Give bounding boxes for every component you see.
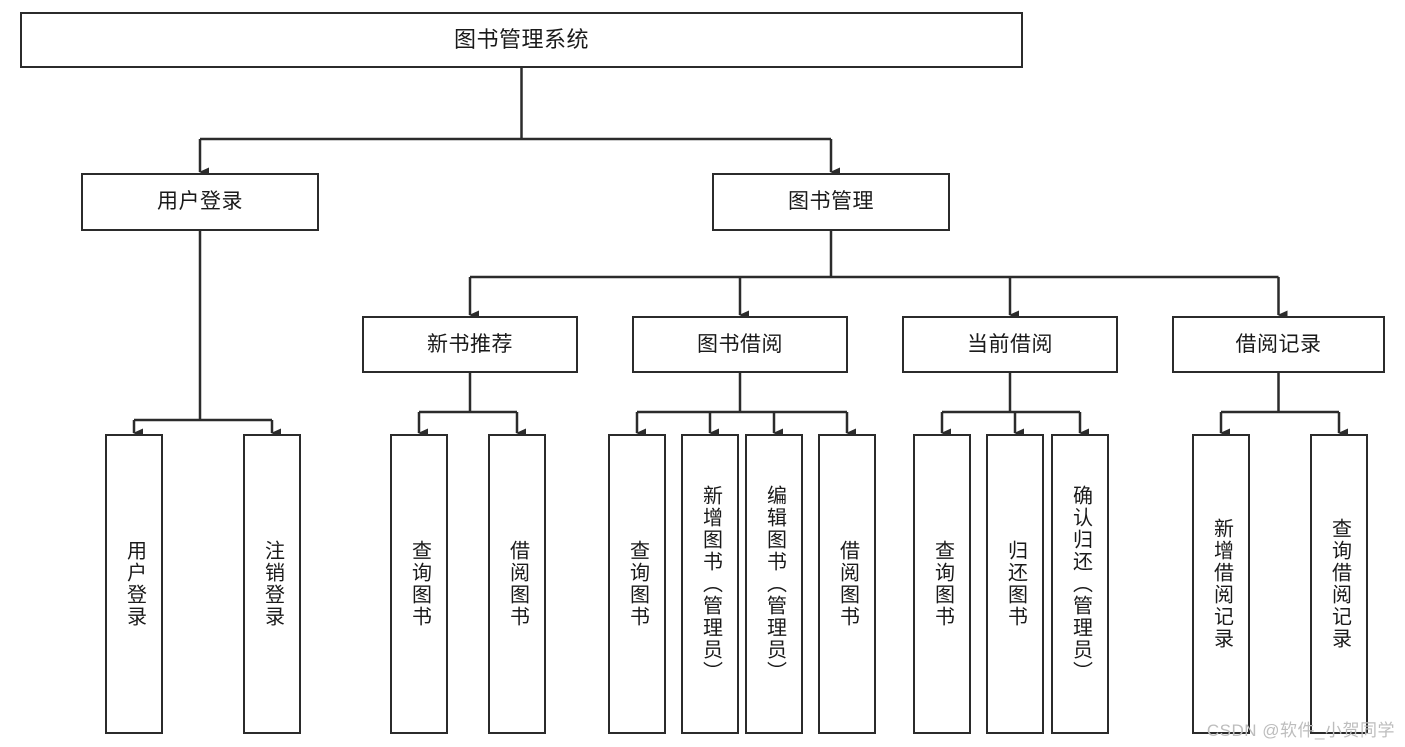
node-leaf-bb-query[interactable]: 查询图书: [608, 434, 666, 734]
node-book-manage[interactable]: 图书管理: [712, 173, 950, 231]
node-leaf-cb-confirm[interactable]: 确认归还（管理员）: [1051, 434, 1109, 734]
node-label: 查询借阅记录: [1328, 518, 1351, 650]
node-leaf-bb-borrow[interactable]: 借阅图书: [818, 434, 876, 734]
node-leaf-bb-add[interactable]: 新增图书（管理员）: [681, 434, 739, 734]
node-leaf-br-add[interactable]: 新增借阅记录: [1192, 434, 1250, 734]
node-current-borrow[interactable]: 当前借阅: [902, 316, 1118, 373]
node-label: 图书借阅: [697, 332, 783, 356]
node-borrow-record[interactable]: 借阅记录: [1172, 316, 1385, 373]
node-leaf-rec-query[interactable]: 查询图书: [390, 434, 448, 734]
node-label: 当前借阅: [967, 332, 1053, 356]
node-label: 借阅图书: [506, 540, 529, 628]
node-leaf-user-logout[interactable]: 注销登录: [243, 434, 301, 734]
node-leaf-cb-return[interactable]: 归还图书: [986, 434, 1044, 734]
connector-layer: [132, 68, 1348, 438]
node-label: 图书管理: [788, 190, 874, 214]
node-label: 用户登录: [123, 540, 146, 628]
node-label: 查询图书: [626, 540, 649, 628]
node-leaf-bb-edit[interactable]: 编辑图书（管理员）: [745, 434, 803, 734]
node-leaf-cb-query[interactable]: 查询图书: [913, 434, 971, 734]
node-label: 新增图书（管理员）: [699, 485, 722, 683]
node-leaf-user-login[interactable]: 用户登录: [105, 434, 163, 734]
node-new-book-rec[interactable]: 新书推荐: [362, 316, 578, 373]
node-label: 确认归还（管理员）: [1069, 485, 1092, 683]
node-label: 查询图书: [408, 540, 431, 628]
node-book-borrow[interactable]: 图书借阅: [632, 316, 848, 373]
node-label: 编辑图书（管理员）: [763, 485, 786, 683]
node-leaf-rec-borrow[interactable]: 借阅图书: [488, 434, 546, 734]
node-label: 图书管理系统: [453, 26, 589, 52]
node-label: 借阅图书: [836, 540, 859, 628]
node-label: 用户登录: [157, 190, 243, 214]
node-user-login[interactable]: 用户登录: [81, 173, 319, 231]
node-label: 注销登录: [261, 540, 284, 628]
node-label: 归还图书: [1004, 540, 1027, 628]
node-root[interactable]: 图书管理系统: [20, 12, 1023, 68]
node-label: 借阅记录: [1235, 332, 1322, 356]
node-label: 新书推荐: [427, 332, 513, 356]
node-leaf-br-query[interactable]: 查询借阅记录: [1310, 434, 1368, 734]
node-label: 查询图书: [931, 540, 954, 628]
node-label: 新增借阅记录: [1210, 518, 1233, 650]
